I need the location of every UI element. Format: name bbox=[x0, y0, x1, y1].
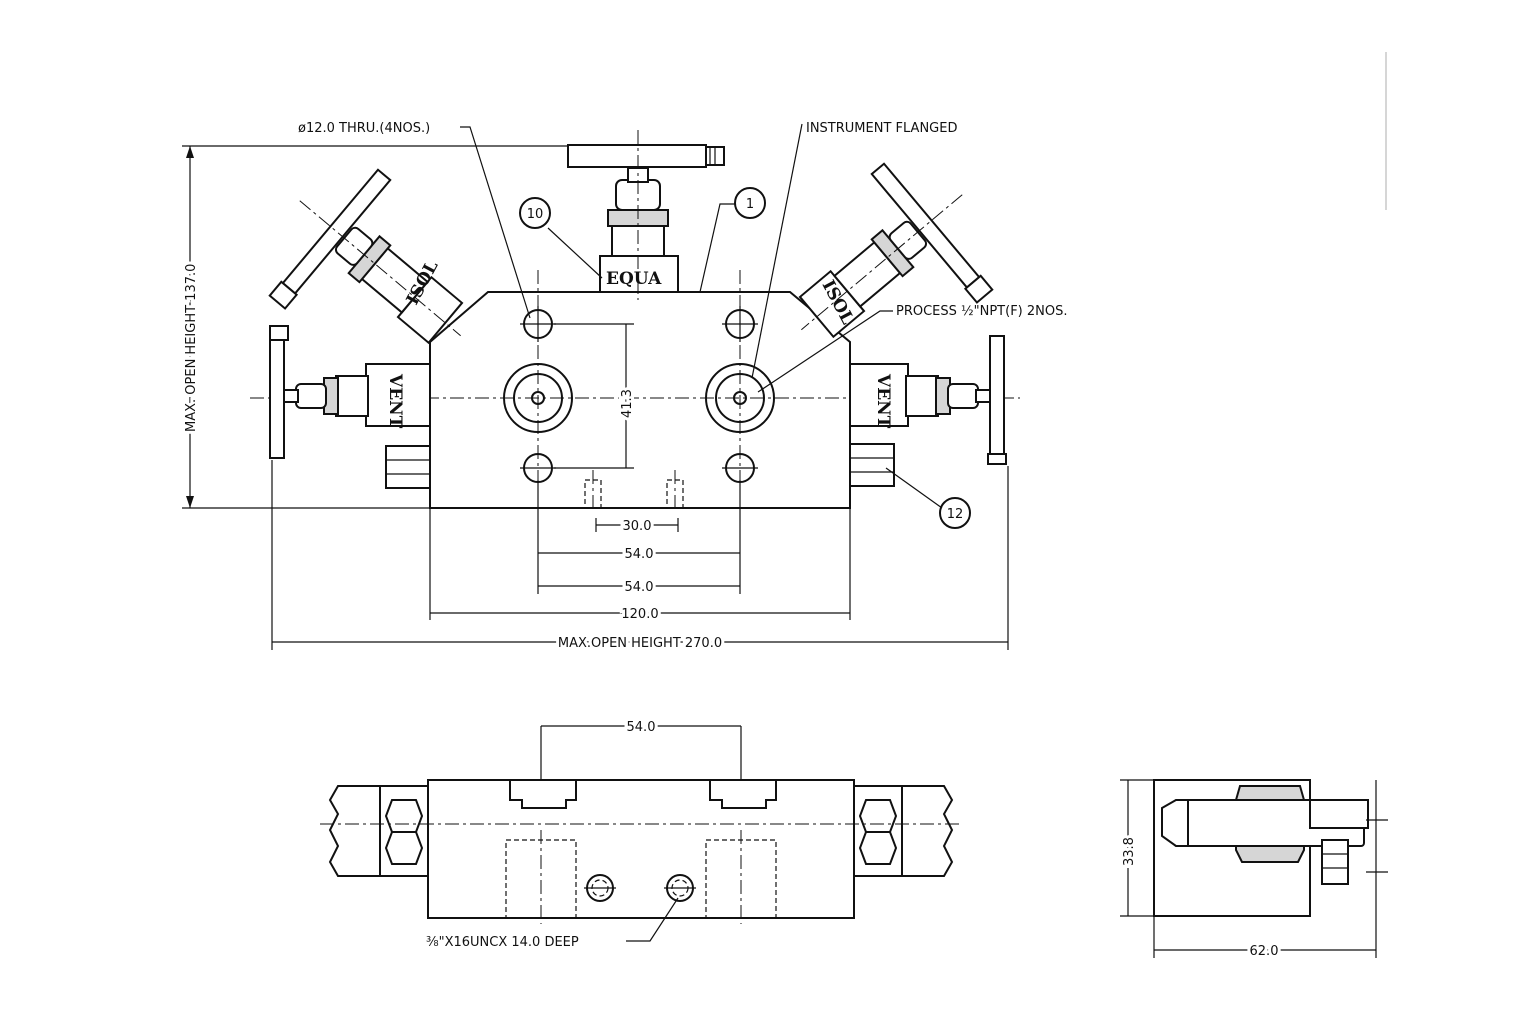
side-view: 33.8 62.0 bbox=[1119, 779, 1388, 962]
bottom-body bbox=[427, 779, 855, 919]
process-port-left bbox=[503, 363, 573, 433]
dim-54-bottom bbox=[540, 725, 742, 780]
equalize-valve bbox=[567, 130, 725, 300]
holes-note: ø12.0 THRU.(4NOS.) bbox=[298, 121, 430, 136]
balloon-10-leader bbox=[547, 227, 603, 279]
balloon-12-leader bbox=[885, 467, 943, 509]
instrument-leader bbox=[751, 123, 803, 379]
dim-54-a bbox=[537, 480, 741, 594]
instrument-note: INSTRUMENT FLANGED bbox=[806, 121, 957, 136]
dim-30-text: 30.0 bbox=[623, 519, 652, 534]
dim-270 bbox=[271, 460, 1009, 650]
front-view: EQUA ISOL ISOL bbox=[181, 121, 1067, 654]
dim-54-bottom-text: 54.0 bbox=[627, 720, 656, 735]
dim-33-8-text: 33.8 bbox=[1122, 837, 1137, 866]
tapped-leader bbox=[626, 897, 679, 942]
dim-54-a-text: 54.0 bbox=[625, 547, 654, 562]
dim-30 bbox=[595, 518, 679, 532]
dim-62 bbox=[1153, 780, 1377, 958]
vent-valve-right-label: VENT bbox=[873, 373, 893, 429]
dim-height-137-text: MAX. OPEN HEIGHT 137.0 bbox=[184, 264, 199, 432]
process-note: PROCESS ½"NPT(F) 2NOS. bbox=[896, 304, 1067, 319]
tapped-note: ⅜"X16UNCX 14.0 DEEP bbox=[426, 935, 579, 950]
balloon-10-number: 10 bbox=[527, 207, 544, 222]
equalize-valve-label: EQUA bbox=[606, 269, 662, 289]
process-leader bbox=[757, 310, 893, 393]
dim-33-8 bbox=[1120, 779, 1154, 917]
vent-valve-left bbox=[269, 325, 431, 459]
balloon-12-number: 12 bbox=[947, 507, 964, 522]
dim-62-text: 62.0 bbox=[1250, 944, 1279, 959]
dim-120-text: 120.0 bbox=[621, 607, 658, 622]
manifold-body bbox=[429, 291, 851, 509]
vent-valve-right bbox=[849, 335, 1007, 465]
balloon-1-number: 1 bbox=[746, 197, 754, 212]
dim-41-3-text: 41.3 bbox=[620, 389, 635, 418]
tapped-holes-front bbox=[584, 470, 684, 512]
drain-plug-left bbox=[385, 445, 431, 489]
dim-54-b-text: 54.0 bbox=[625, 580, 654, 595]
bottom-view: 54.0 ⅜"X16UNCX 14.0 DEEP bbox=[320, 717, 960, 950]
balloon-10 bbox=[519, 197, 551, 229]
dim-41-3 bbox=[554, 323, 634, 469]
holes-leader bbox=[460, 126, 531, 319]
balloon-12 bbox=[939, 497, 971, 529]
balloon-1 bbox=[734, 187, 766, 219]
vent-valve-left-label: VENT bbox=[385, 373, 405, 429]
isolate-valve-right bbox=[798, 162, 994, 339]
balloon-1-leader bbox=[699, 203, 736, 293]
drain-plug-right bbox=[849, 443, 895, 487]
process-port-right bbox=[705, 363, 775, 433]
isolate-valve-left bbox=[268, 168, 464, 345]
dim-120 bbox=[429, 508, 851, 620]
dim-270-text: MAX.OPEN HEIGHT 270.0 bbox=[558, 636, 722, 651]
dim-height-137 bbox=[182, 145, 568, 509]
